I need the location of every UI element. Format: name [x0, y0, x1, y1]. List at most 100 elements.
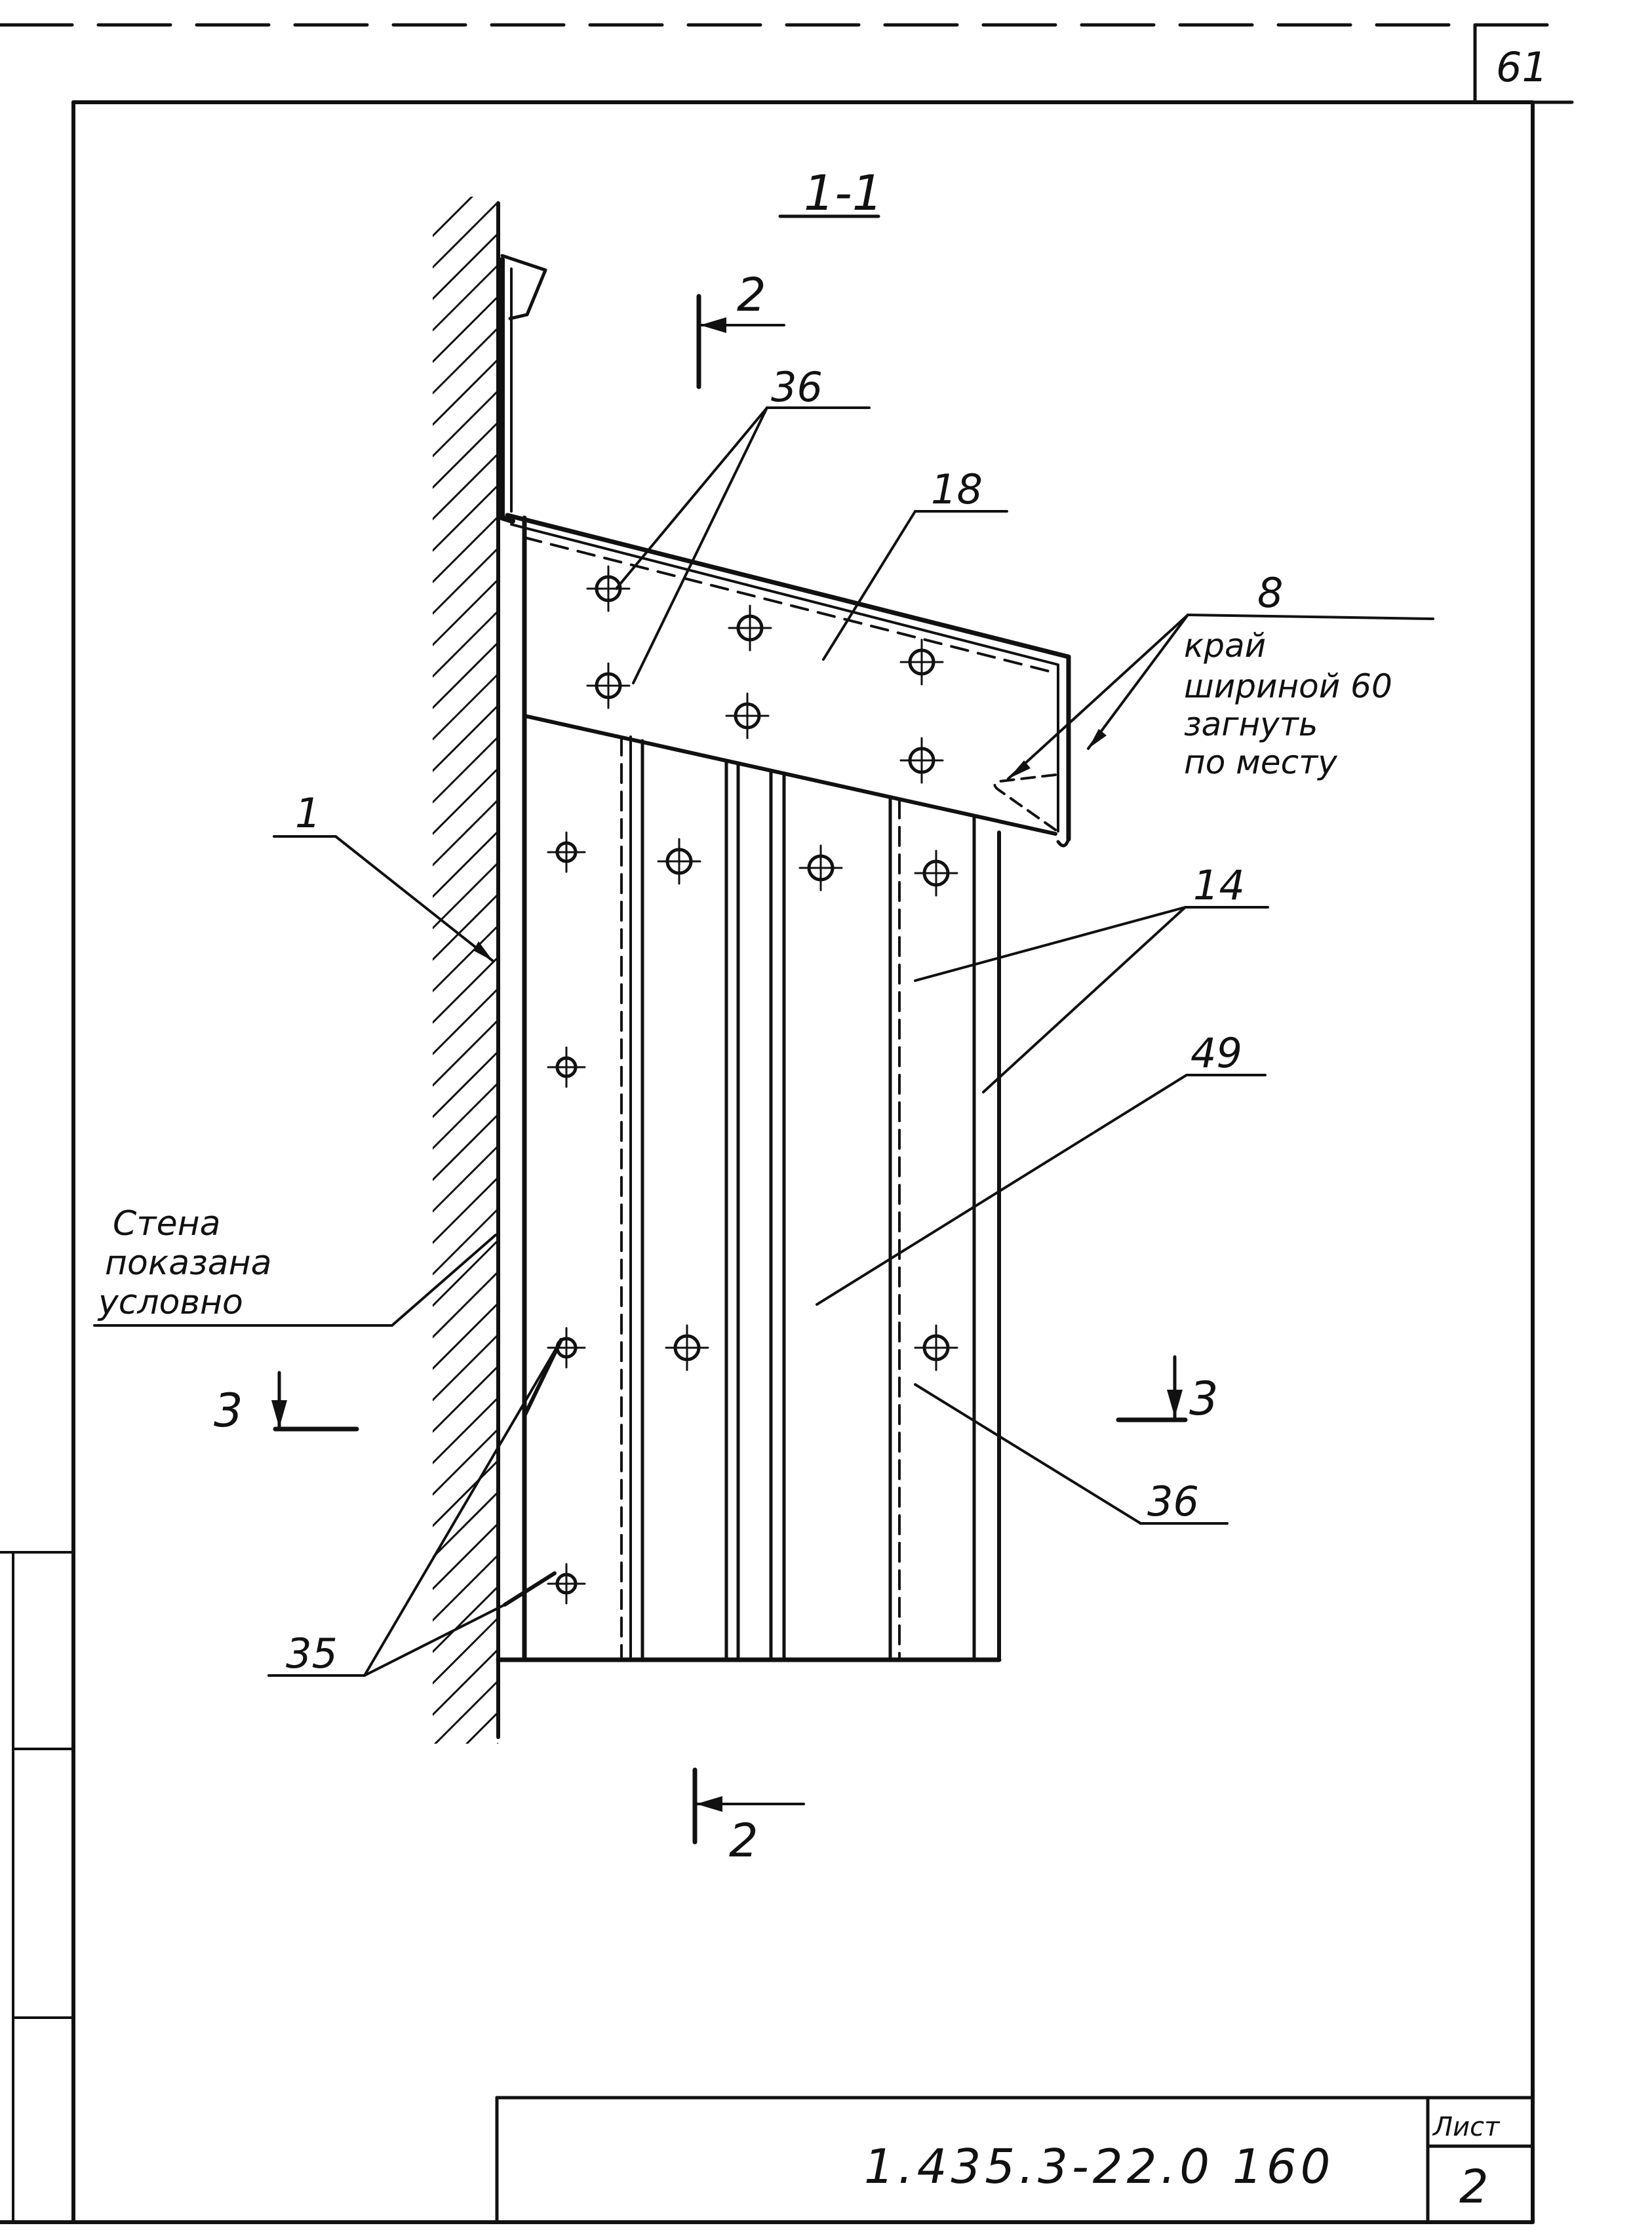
- page-number: 61: [1496, 43, 1548, 91]
- hatch-line: [433, 197, 474, 237]
- hatch-line: [433, 1270, 498, 1339]
- sheet-number: 2: [1459, 2160, 1489, 2214]
- wall-note: Стена показана условно: [97, 1204, 271, 1322]
- hatch-line: [433, 1585, 498, 1653]
- hood-assembly: [496, 254, 1071, 1662]
- bolt-icon: [547, 831, 586, 873]
- wall-hatching: [433, 197, 498, 1872]
- document-code: 1.435.3-22.0 160: [864, 2139, 1334, 2194]
- hatch-line: [433, 1365, 498, 1433]
- hatch-line: [433, 264, 498, 332]
- bolt-icon: [725, 692, 770, 739]
- callout-14: 14: [1193, 861, 1245, 909]
- section-markers: 1-1 2 2 3 3: [214, 165, 1219, 1868]
- bolts: [547, 565, 958, 1605]
- hatch-line: [433, 641, 498, 709]
- bolt-icon: [914, 1324, 958, 1371]
- hatch-line: [433, 1648, 498, 1716]
- hatch-line: [433, 830, 498, 898]
- hatch-line: [433, 295, 498, 363]
- hatch-line: [433, 1617, 498, 1685]
- callout-1: 1: [295, 789, 321, 837]
- hatch-line: [433, 1679, 498, 1744]
- wall: [433, 197, 500, 1872]
- bolt-icon: [547, 1327, 586, 1369]
- hatch-line: [433, 358, 498, 426]
- edge-bend-line-2: шириной 60: [1184, 667, 1392, 705]
- hatch-line: [433, 1239, 498, 1307]
- bolt-icon: [547, 1046, 586, 1088]
- cut-2-bottom-label: 2: [729, 1814, 758, 1868]
- hatch-line: [433, 201, 498, 269]
- hatch-line: [433, 1176, 498, 1244]
- hatch-line: [433, 421, 498, 489]
- cut-3-right-label: 3: [1189, 1372, 1219, 1426]
- hatch-line: [433, 610, 498, 678]
- bolt-icon: [586, 662, 631, 709]
- wall-note-line-3: условно: [97, 1283, 243, 1322]
- hatch-line: [433, 326, 498, 395]
- hatch-line: [433, 547, 498, 615]
- hatch-line: [433, 1428, 498, 1496]
- edge-bend-line-3: загнуть: [1184, 705, 1318, 743]
- hatch-line: [433, 1522, 498, 1590]
- sheet-label: Лист: [1432, 2112, 1501, 2142]
- edge-bend-line-1: край: [1184, 627, 1266, 665]
- hatch-line: [433, 704, 498, 772]
- bolt-icon: [657, 838, 701, 885]
- hatch-line: [433, 232, 498, 300]
- hatch-line: [433, 735, 498, 804]
- bolt-icon: [728, 604, 772, 652]
- hatch-line: [496, 1742, 498, 1744]
- callout-36-bottom: 36: [1147, 1478, 1199, 1525]
- hatch-line: [433, 798, 498, 867]
- hatch-line: [433, 515, 498, 583]
- hatch-line: [433, 1459, 498, 1527]
- hatch-line: [433, 924, 498, 992]
- bolt-icon: [665, 1324, 709, 1371]
- bolt-icon: [547, 1563, 586, 1605]
- hatch-line: [433, 987, 498, 1055]
- hatch-line: [433, 1113, 498, 1181]
- callout-18: 18: [931, 465, 983, 513]
- callout-8: 8: [1257, 569, 1283, 617]
- hatch-line: [433, 1145, 498, 1213]
- edge-bend-note: край шириной 60 загнуть по месту: [1184, 627, 1392, 781]
- bolt-icon: [914, 850, 958, 897]
- hatch-line: [433, 1302, 498, 1370]
- hatch-line: [433, 1775, 498, 1841]
- hatch-line: [433, 1019, 498, 1087]
- hatch-line: [433, 1396, 498, 1464]
- hatch-line: [433, 578, 498, 646]
- callout-36-top: 36: [771, 363, 823, 411]
- callout-35: 35: [286, 1630, 338, 1677]
- hatch-line: [433, 389, 498, 458]
- hatch-line: [433, 767, 498, 835]
- leaders: [93, 406, 1434, 1677]
- hatch-line: [433, 1554, 498, 1622]
- cut-2-top-label: 2: [737, 268, 766, 322]
- hatch-line: [433, 1082, 498, 1150]
- cut-3-left-label: 3: [214, 1384, 243, 1438]
- edge-bend-line-4: по месту: [1184, 743, 1338, 781]
- hatch-line: [433, 452, 498, 520]
- hatch-line: [433, 484, 498, 552]
- bolt-icon: [798, 844, 843, 892]
- hatch-line: [433, 1333, 498, 1401]
- hatch-line: [433, 861, 498, 930]
- hatch-line: [465, 1711, 498, 1744]
- hatch-line: [433, 1207, 498, 1276]
- section-title: 1-1: [804, 165, 883, 222]
- bolt-icon: [899, 638, 944, 686]
- wall-note-line-1: Стена: [113, 1204, 220, 1244]
- callout-49: 49: [1190, 1029, 1242, 1077]
- hatch-line: [433, 673, 498, 741]
- hatch-line: [433, 893, 498, 961]
- bolt-icon: [586, 565, 631, 612]
- hatch-line: [433, 1807, 498, 1872]
- bolt-icon: [899, 737, 944, 784]
- sheet-frame: [0, 23, 1574, 2224]
- hatch-line: [433, 1491, 498, 1559]
- callout-labels: 36 18 8 1 14 49 36 35: [286, 363, 1283, 1677]
